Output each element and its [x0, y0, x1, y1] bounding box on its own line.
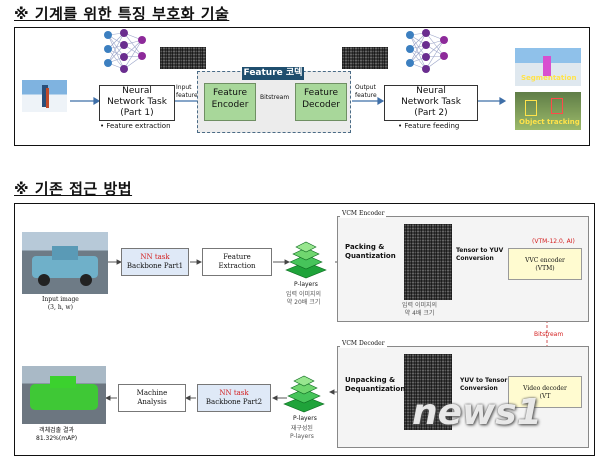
nn-task-part2-box: Neural Network Task (Part 2) [384, 85, 478, 121]
feature-encoder-box: Feature Encoder [204, 83, 256, 121]
input-image-caption: Input image (3, h, w) [42, 296, 79, 311]
feature-feeding-label: • Feature feeding [398, 122, 460, 130]
vtm-version-label: (VTM-12.0, AI) [532, 238, 575, 245]
neural-net-icon-2 [406, 29, 448, 73]
section2-title: ※ 기존 접근 방법 [14, 180, 133, 198]
input-feature-label: Input feature [176, 84, 198, 99]
nn-task-part1-box: Neural Network Task (Part 1) [99, 85, 175, 121]
feature-decoder-box: Feature Decoder [295, 83, 347, 121]
video-decoder-box: Video decoder (VT [508, 376, 582, 408]
nn-task-backbone-part2-box: NN task Backbone Part2 [197, 384, 271, 412]
feature-codec-title: Feature 코덱 [242, 67, 304, 80]
packing-quantization-label: Packing & Quantization [345, 243, 396, 260]
vcm-decoder-label: VCM Decoder [340, 340, 387, 348]
bitstream-label: Bitstream [260, 94, 290, 101]
unpacking-dequantization-label: Unpacking & Dequantization [345, 376, 406, 393]
decoded-feature-image [404, 354, 452, 430]
output-feature-label: Output feature [355, 84, 377, 99]
nn-task-backbone-part1-box: NN task Backbone Part1 [121, 248, 189, 276]
input-photo-skier [22, 80, 67, 112]
packed-feature-image [404, 224, 452, 300]
p-layers-bottom-label: P-layers [293, 415, 317, 422]
segmentation-result-image: Segmentation [515, 48, 581, 86]
reconstructed-p-layers-caption: 재구성된 P-layers [290, 425, 314, 440]
packed-feature-caption: 입력 이미지의 약 4배 크기 [402, 302, 438, 317]
input-car-image [22, 232, 108, 294]
neural-net-icon-1 [104, 29, 146, 73]
object-tracking-result-image: Object tracking [515, 92, 581, 130]
detection-result-caption: 객체검출 결과 81.32%(mAP) [36, 427, 78, 442]
p-layers-top-caption: 입력 이미지의 약 20배 크기 [286, 291, 322, 306]
feature-map-thumb-1 [160, 47, 206, 69]
tensor-to-yuv-label: Tensor to YUV Conversion [456, 247, 504, 262]
machine-analysis-box: Machine Analysis [118, 384, 186, 412]
news1-watermark-logo: news1 [412, 392, 542, 433]
p-layers-stack-top [285, 241, 327, 279]
feature-extraction-label: • Feature extraction [100, 122, 171, 130]
section1-title: ※ 기계를 위한 특징 부호화 기술 [14, 5, 230, 23]
bitstream-output-label: Bitstream [534, 331, 564, 338]
feature-map-thumb-2 [342, 47, 388, 69]
p-layers-top-label: P-layers [294, 281, 318, 288]
p-layers-stack-bottom [283, 375, 325, 413]
detection-result-image [22, 366, 106, 424]
vvc-encoder-box: VVC encoder (VTM) [508, 248, 582, 280]
vcm-encoder-label: VCM Encoder [340, 210, 387, 218]
yuv-to-tensor-label: YUV to Tensor Conversion [460, 377, 508, 392]
feature-extraction-box: Feature Extraction [202, 248, 272, 276]
